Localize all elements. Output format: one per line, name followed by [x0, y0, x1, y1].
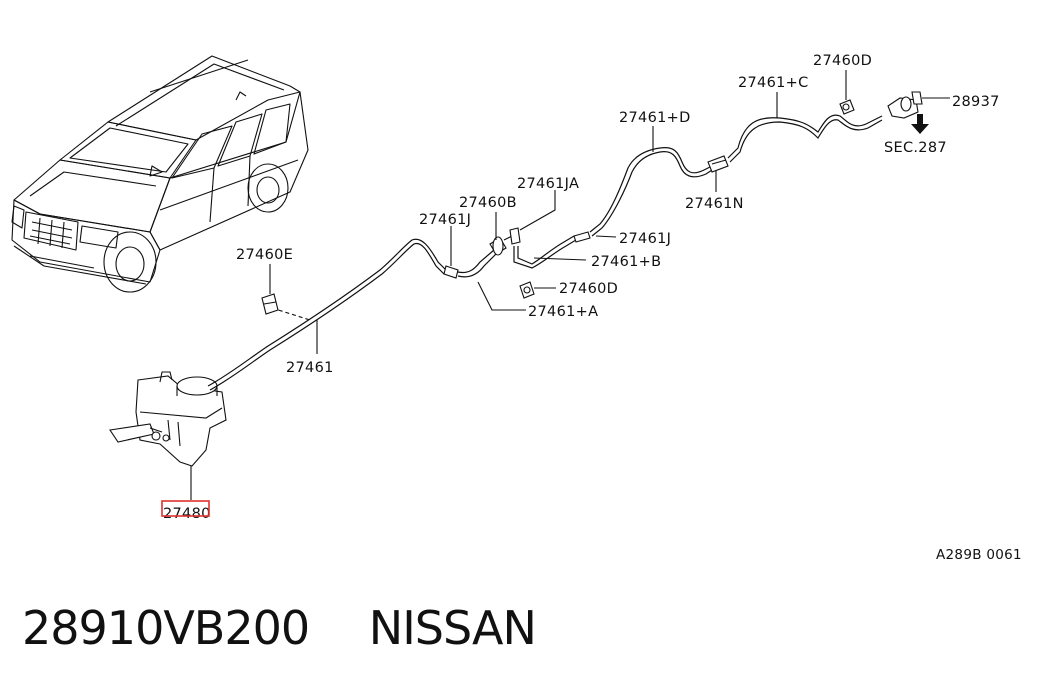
callout-27461n: 27461N — [685, 196, 744, 212]
callout-27460d-upper: 27460D — [813, 53, 872, 69]
leader-lines — [190, 70, 950, 500]
callout-27460e: 27460E — [236, 247, 293, 263]
callout-28937: 28937 — [952, 94, 1000, 110]
figure-code: A289B 0061 — [936, 547, 1022, 563]
highlight-box — [161, 500, 210, 517]
callout-27480: 27480 — [163, 506, 211, 522]
callout-27461-d: 27461+D — [619, 110, 691, 126]
callout-27461-c: 27461+C — [738, 75, 809, 91]
brand-name: NISSAN — [368, 601, 537, 655]
caption: 28910VB200 NISSAN — [22, 596, 537, 660]
part-number: 28910VB200 — [22, 601, 310, 655]
section-arrow-icon — [911, 114, 929, 134]
callout-27460d-lower: 27460D — [559, 281, 618, 297]
section-reference: SEC.287 — [884, 140, 947, 156]
washer-tank — [109, 371, 227, 467]
callout-27461-b: 27461+B — [591, 254, 661, 270]
callout-27461-a: 27461+A — [528, 304, 598, 320]
callout-27461j-right: 27461J — [619, 231, 671, 247]
callout-27461: 27461 — [286, 360, 334, 376]
callout-27461j-left: 27461J — [419, 212, 471, 228]
callout-labels: 27480 27461 27460E 27461J 27460B 27461JA… — [163, 53, 1022, 563]
callout-27460b: 27460B — [459, 195, 517, 211]
hose-routing — [207, 91, 923, 391]
vehicle-illustration — [11, 55, 309, 293]
callout-27461ja: 27461JA — [517, 176, 579, 192]
